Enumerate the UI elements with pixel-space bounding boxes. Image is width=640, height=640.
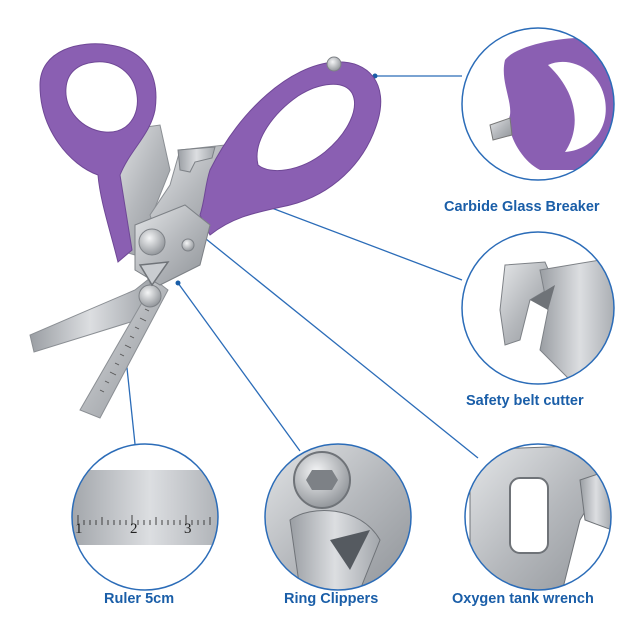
label-ruler: Ruler 5cm <box>104 591 175 607</box>
callout-line-oxy <box>174 213 479 459</box>
callout-line-ring <box>177 282 301 452</box>
glass-breaker-tip <box>326 56 342 72</box>
belt-cutter-hook <box>177 146 216 173</box>
ruler-tick-label-1: 1 <box>75 521 83 537</box>
ring-cutter-triangle <box>138 261 170 287</box>
label-oxygen-tank-wrench: Oxygen tank wrench <box>452 591 594 607</box>
pivot-bolt <box>138 228 166 256</box>
trauma-shears <box>29 43 382 419</box>
detail-oxygen-wrench <box>464 443 612 591</box>
ruler-tick-label-3: 3 <box>184 521 192 537</box>
small-rivet <box>181 238 195 252</box>
detail-ring-clippers <box>264 443 412 591</box>
right-handle <box>199 61 382 236</box>
detail-ruler: 1 2 3 <box>71 443 219 591</box>
lower-bolt <box>138 284 162 308</box>
label-ring-clippers: Ring Clippers <box>284 591 379 607</box>
label-carbide-glass-breaker: Carbide Glass Breaker <box>444 199 600 215</box>
left-handle <box>39 43 157 263</box>
ruler-tick-label-2: 2 <box>130 521 138 537</box>
detail-glass-breaker <box>461 27 615 181</box>
detail-belt-cutter <box>461 231 615 385</box>
label-safety-belt-cutter: Safety belt cutter <box>466 393 584 409</box>
